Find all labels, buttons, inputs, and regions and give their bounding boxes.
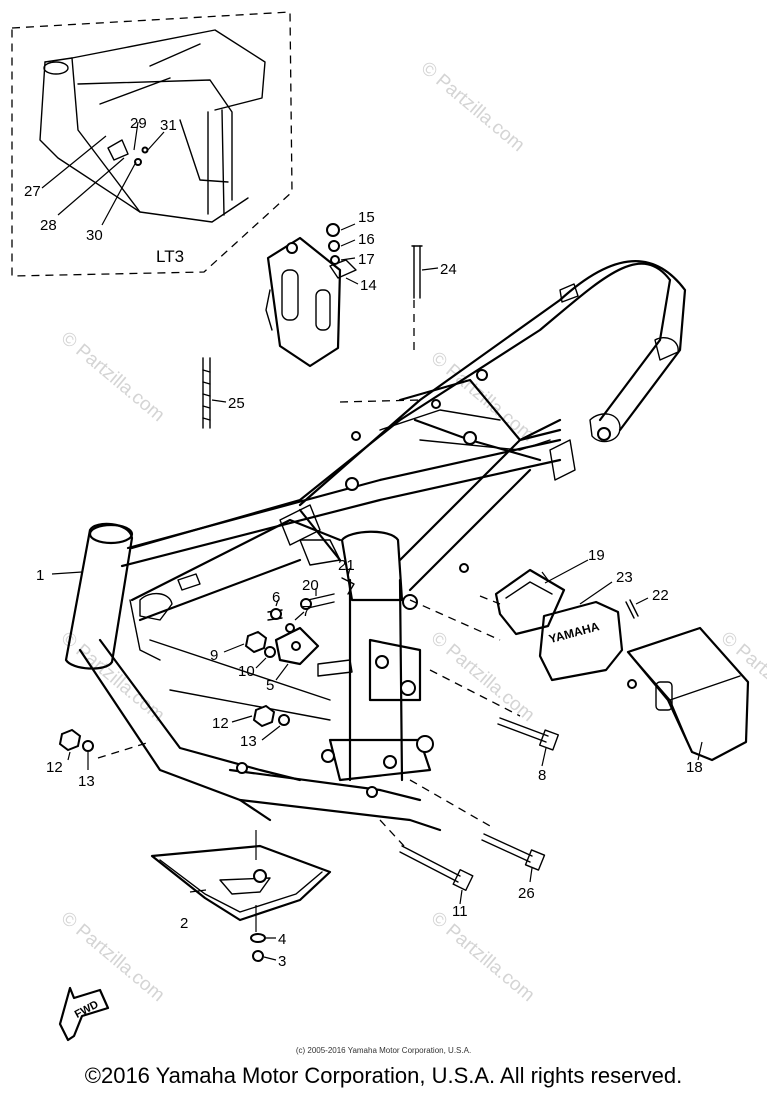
callout-13: 13 [240,733,257,750]
callout-19: 19 [588,547,605,564]
callout-11: 11 [452,903,468,920]
inset-label: LT3 [156,247,184,266]
callout-27: 27 [24,183,41,200]
frame [64,260,687,832]
callout-14: 14 [360,277,377,294]
watermark: © Partzilla.com [717,628,767,726]
callout-9: 9 [210,647,218,664]
callout-13: 13 [78,773,95,790]
callout-15: 15 [358,209,375,226]
svg-text:FWD: FWD [73,998,101,1020]
callout-2: 2 [180,915,188,932]
skid-plate [150,830,332,932]
callout-6: 6 [272,589,280,606]
callout-10: 10 [238,663,255,680]
leaders [51,571,549,893]
callout-8: 8 [538,767,546,784]
callout-24: 24 [440,261,457,278]
callout-20: 20 [302,577,319,594]
copyright-footer: ©2016 Yamaha Motor Corporation, U.S.A. A… [84,1063,683,1088]
side-cover [265,236,357,368]
callout-16: 16 [358,231,375,248]
callout-5: 5 [266,677,274,694]
callout-18: 18 [686,759,703,776]
tank-label: YAMAHA [547,619,601,646]
small-copyright: (c) 2005-2016 Yamaha Motor Corporation, … [295,1046,472,1055]
callout-25: 25 [228,395,245,412]
fasteners [58,223,560,962]
callout-31: 31 [160,117,177,134]
callout-17: 17 [358,251,375,268]
callout-30: 30 [86,227,103,244]
callout-23: 23 [616,569,633,586]
watermark: © Partzilla.com [57,328,169,426]
callout-21: 21 [338,557,355,574]
callout-4: 4 [278,931,286,948]
callout-7: 7 [302,603,310,620]
callout-3: 3 [278,953,286,970]
watermark: © Partzilla.com [57,908,169,1006]
tool-box-parts: YAMAHA [479,559,750,762]
callout-26: 26 [518,885,535,902]
callout-12: 12 [212,715,229,732]
inset-lt3 [11,11,293,277]
callout-22: 22 [652,587,669,604]
watermark: © Partzilla.com [427,908,539,1006]
callouts: 1 2 3 4 5 6 7 8 9 10 11 12 12 13 13 14 1… [24,115,703,970]
fwd-arrow-icon: FWD [58,986,110,1042]
watermark: © Partzilla.com [417,58,529,156]
callout-1: 1 [36,567,44,584]
callout-29: 29 [130,115,147,132]
callout-12: 12 [46,759,63,776]
callout-28: 28 [40,217,57,234]
